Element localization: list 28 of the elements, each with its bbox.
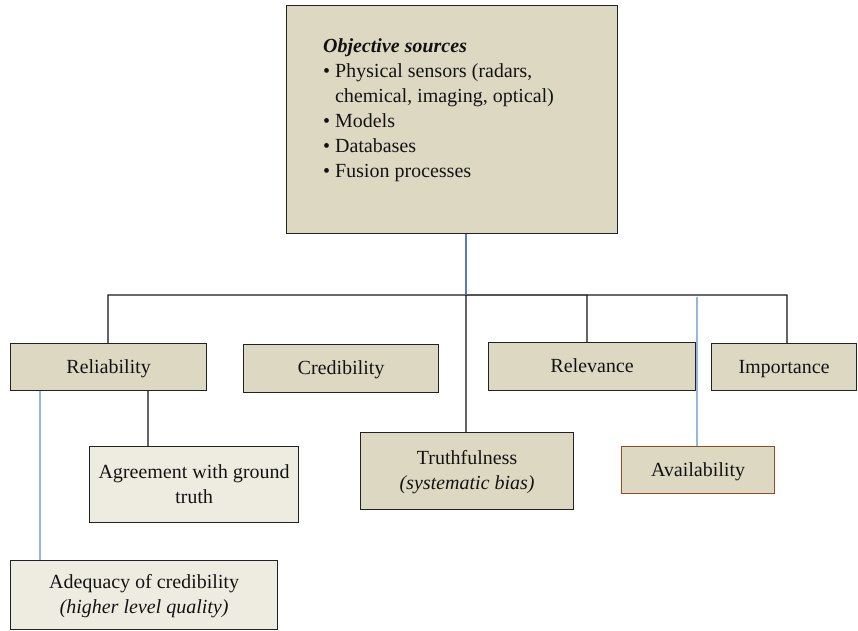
node-label: Adequacy of credibility (49, 570, 239, 595)
bullet-item: • Databases (323, 134, 416, 159)
trunk-line (465, 234, 467, 295)
node-label: Truthfulness (416, 446, 518, 471)
category-box (621, 446, 775, 494)
category-box (243, 344, 439, 393)
bullet-item: • Fusion processes (323, 159, 472, 184)
category-box (10, 560, 278, 630)
subtitle: (systematic bias) (400, 471, 534, 496)
bullet-item: • Models (323, 109, 396, 134)
connector-line (696, 297, 698, 446)
connector-line (147, 391, 149, 446)
node-label: Reliability (66, 354, 151, 380)
heading: Objective sources (323, 34, 467, 59)
category-box (711, 343, 857, 391)
node-label: Importance (738, 354, 830, 380)
connector-line (39, 391, 41, 560)
node-label: Credibility (298, 356, 384, 381)
category-box (488, 342, 696, 391)
node-label: Agreement with ground truth (97, 460, 291, 510)
node-label: Availability (650, 458, 746, 482)
node-label: Relevance (550, 354, 634, 379)
category-box (10, 343, 207, 391)
bullet-item: • Physical sensors (radars, chemical, imaging, optical) (323, 59, 555, 109)
category-box (89, 446, 299, 523)
source-box (286, 5, 618, 234)
subtitle: (higher level quality) (60, 595, 228, 620)
category-box (360, 432, 574, 510)
